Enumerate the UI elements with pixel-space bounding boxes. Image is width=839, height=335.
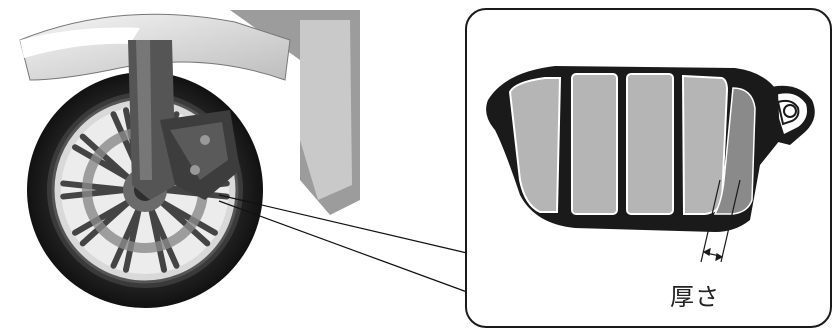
pad-block-3 bbox=[627, 74, 673, 214]
thickness-label: 厚さ bbox=[655, 277, 735, 312]
scooter-front-wheel bbox=[20, 10, 360, 308]
pad-block-2 bbox=[572, 74, 617, 214]
pad-block-4 bbox=[683, 76, 727, 214]
